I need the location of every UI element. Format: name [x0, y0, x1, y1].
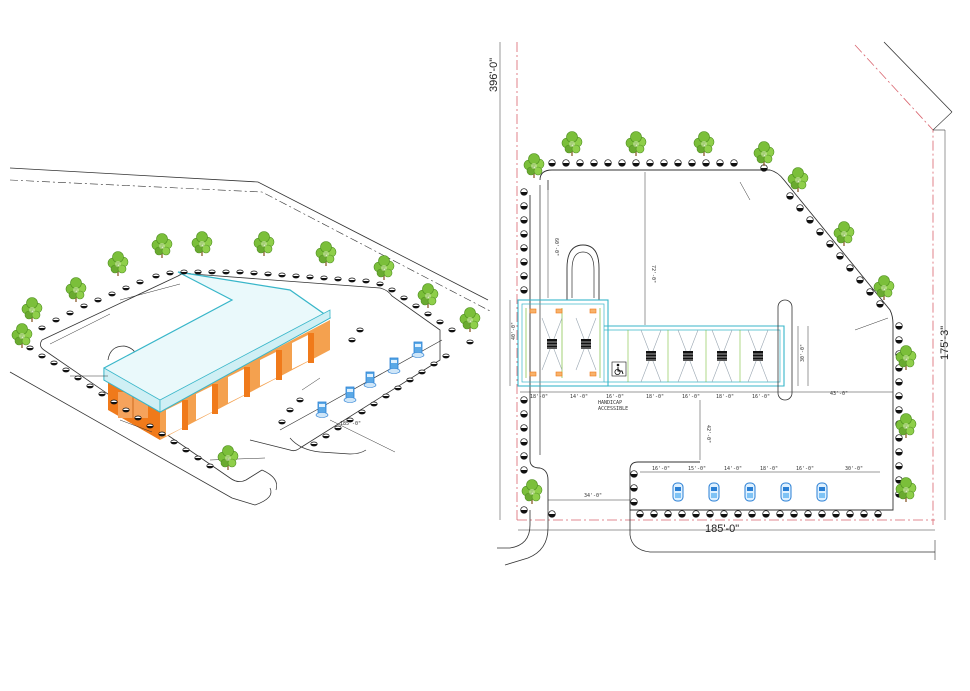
handicap-label-2: ACCESSIBLE	[598, 406, 628, 412]
tree-row-plan	[521, 130, 917, 505]
dim-building-left: 40'-0"	[511, 322, 517, 340]
handicap-label: HANDICAP	[598, 400, 622, 406]
dim-overall-width: 185'-0"	[705, 523, 739, 535]
bay-dim-7: 16'-0"	[752, 394, 770, 400]
bay-dim-3: 16'-0"	[606, 394, 624, 400]
dim-lower: 42'-0"	[705, 425, 711, 443]
charger-row	[672, 482, 828, 502]
charger-dim-1: 16'-0"	[652, 466, 670, 472]
isometric-view: 185'-0"	[9, 167, 493, 506]
bay-dim-2: 14'-0"	[570, 394, 588, 400]
shrub-row-diagonal	[786, 192, 884, 308]
bay-dim-6: 18'-0"	[716, 394, 734, 400]
bay-dim-1: 18'-0"	[530, 394, 548, 400]
dim-right-total: 175'-3"	[939, 326, 951, 360]
dim-building-right: 30'-0"	[800, 344, 806, 362]
charger-dim-6: 30'-0"	[845, 466, 863, 472]
dim-left-bottom: 34'-0"	[584, 493, 602, 499]
charger-dim-2: 15'-0"	[688, 466, 706, 472]
dim-vert-center: 72'-0"	[650, 265, 656, 283]
dim-mid: 43'-0"	[830, 391, 848, 397]
iso-dim-front: 185'-0"	[340, 421, 361, 427]
iso-building	[103, 271, 332, 440]
charger-dim-5: 16'-0"	[796, 466, 814, 472]
dim-left-total: 396'-0"	[488, 58, 500, 92]
handicap-stall-icon	[611, 361, 627, 377]
bay-dim-5: 16'-0"	[682, 394, 700, 400]
plan-view: HANDICAP ACCESSIBLE 18'-0" 14'-0" 16'-0"…	[488, 41, 953, 566]
bay-dim-4: 18'-0"	[646, 394, 664, 400]
charger-dim-3: 14'-0"	[724, 466, 742, 472]
dim-top-left: 60'-0"	[553, 238, 559, 256]
charger-dim-4: 18'-0"	[760, 466, 778, 472]
